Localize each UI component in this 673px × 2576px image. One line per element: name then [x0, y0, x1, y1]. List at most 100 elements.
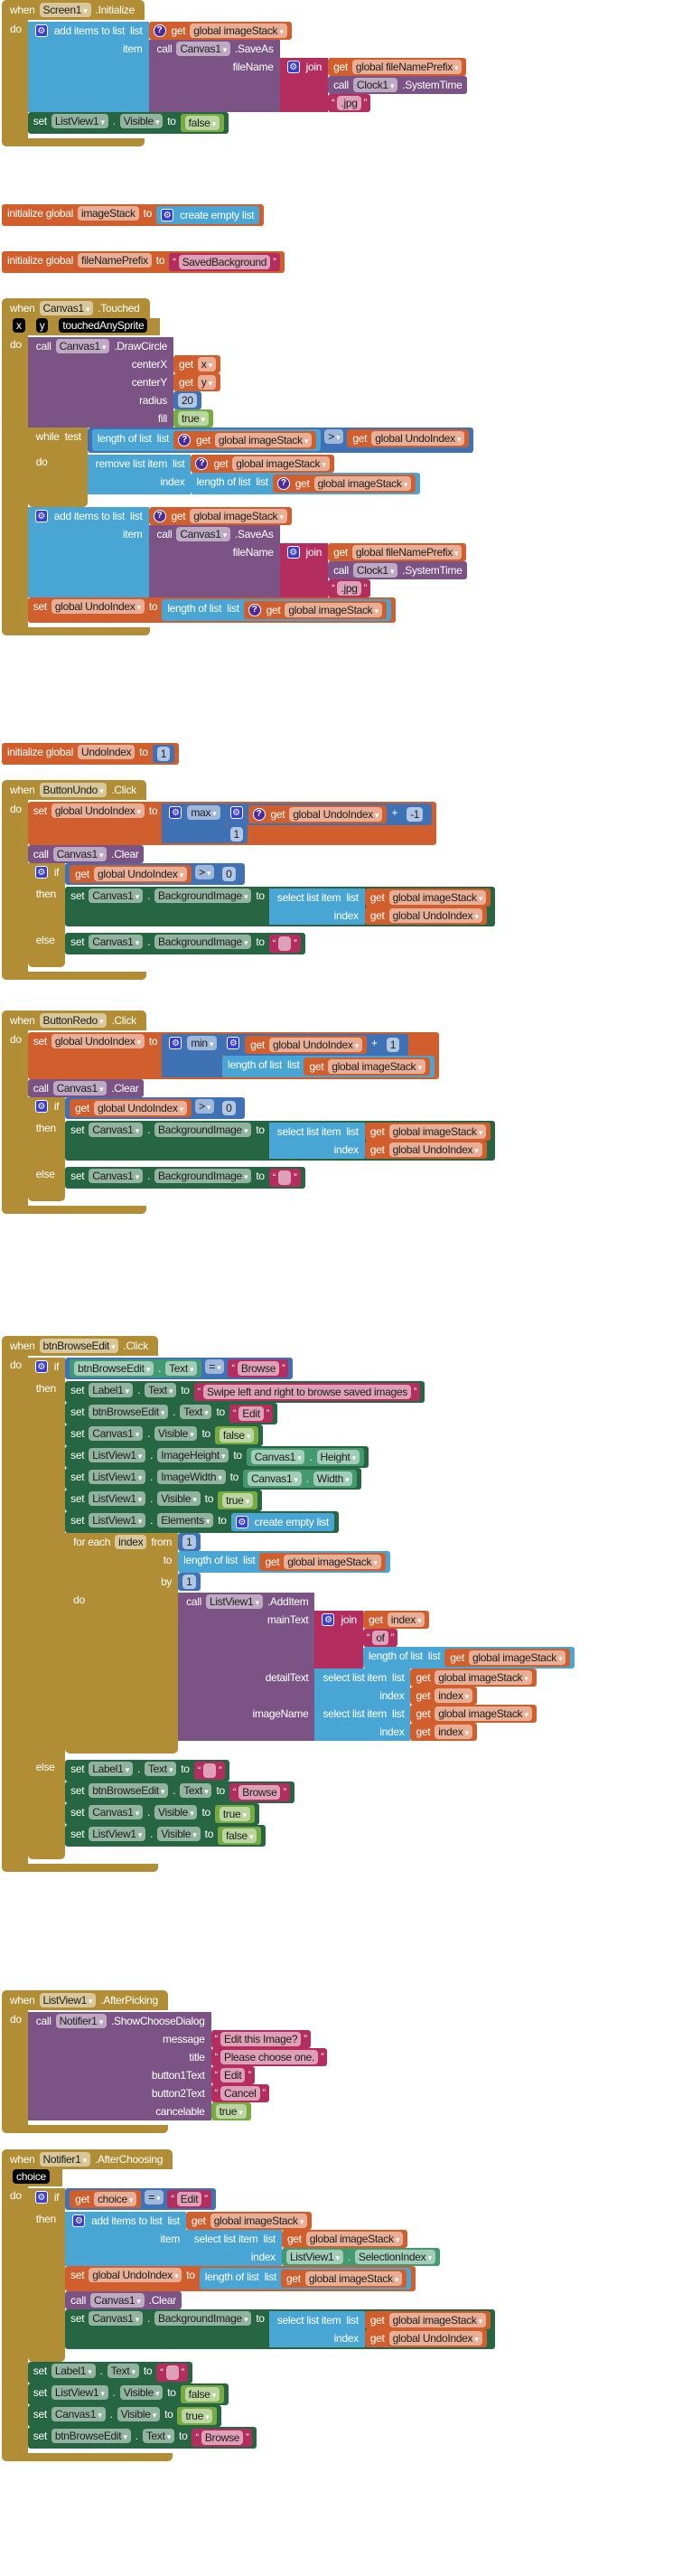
gear-icon[interactable] [72, 2214, 86, 2227]
block-canvas1-width[interactable]: Canvas1.Width [243, 1470, 358, 1488]
dropdown-label1[interactable]: Label1 [89, 1383, 133, 1397]
dropdown-global-filenameprefix[interactable]: global fileNamePrefix [351, 60, 463, 74]
block-call-canvas1-drawcircle[interactable]: callCanvas1.DrawCirclecenterXgetxcenterY… [27, 337, 220, 428]
dropdown-imageheight[interactable]: ImageHeight [157, 1448, 229, 1462]
dropdown-imagewidth[interactable]: ImageWidth [157, 1470, 226, 1484]
number-field[interactable]: 1 [182, 1535, 196, 1549]
block-value[interactable]: Please choose one. [210, 2048, 328, 2066]
block-value[interactable]: .jpg [328, 579, 370, 597]
dropdown-canvas1[interactable]: Canvas1 [52, 1081, 107, 1095]
dropdown-[interactable]: = [145, 2190, 164, 2205]
dropdown-index[interactable]: index [435, 1725, 472, 1739]
dropdown-global-imagestack[interactable]: global imageStack [214, 433, 313, 447]
dropdown-true[interactable]: true [222, 1493, 253, 1508]
dropdown-clock1[interactable]: Clock1 [352, 78, 398, 92]
dropdown-global-imagestack[interactable]: global imageStack [284, 1555, 381, 1569]
dropdown-canvas1[interactable]: Canvas1 [89, 2293, 145, 2308]
dropdown-text[interactable]: Text [142, 2429, 175, 2443]
name-field[interactable]: imageStack [77, 206, 139, 221]
block-false[interactable]: false [218, 1827, 262, 1845]
dropdown-visible[interactable]: Visible [157, 1827, 201, 1841]
dropdown-global-imagestack[interactable]: global imageStack [313, 476, 411, 491]
dropdown-backgroundimage[interactable]: BackgroundImage [154, 1123, 252, 1137]
dropdown-global-undoindex[interactable]: global UndoIndex [93, 867, 187, 881]
block-value[interactable]: Browse [229, 1783, 290, 1801]
dropdown-canvas1[interactable]: Canvas1 [176, 42, 230, 56]
event-parameter[interactable]: choice [13, 2169, 50, 2184]
dropdown-global-undoindex[interactable]: global UndoIndex [388, 1142, 482, 1157]
block-listview1-selectionindex[interactable]: ListView1.SelectionIndex [281, 2248, 440, 2266]
dropdown-listview1[interactable]: ListView1 [285, 2250, 343, 2264]
dropdown-global-imagestack[interactable]: global imageStack [328, 1059, 425, 1074]
dropdown-buttonredo[interactable]: ButtonRedo [39, 1013, 107, 1028]
string-field[interactable]: Edit this Image? [220, 2032, 302, 2046]
event-parameter[interactable]: y [35, 318, 49, 333]
gear-icon[interactable] [34, 866, 48, 879]
dropdown-clock1[interactable]: Clock1 [352, 563, 398, 578]
dropdown-canvas1[interactable]: Canvas1 [51, 2407, 106, 2421]
dropdown-btnbrowseedit[interactable]: btnBrowseEdit [89, 1405, 169, 1419]
gear-icon[interactable] [161, 209, 174, 221]
string-field[interactable]: Edit [176, 2192, 202, 2206]
block-call-notifier1-showchoosedialog[interactable]: callNotifier1.ShowChooseDialogmessageEdi… [27, 2012, 328, 2120]
block-value[interactable]: Cancel [210, 2084, 269, 2102]
dropdown-listview1[interactable]: ListView1 [89, 1470, 146, 1484]
dropdown-true[interactable]: true [177, 411, 209, 426]
dropdown-global-filenameprefix[interactable]: global fileNamePrefix [351, 545, 463, 559]
string-field[interactable]: Browse [237, 1361, 280, 1376]
number-field[interactable]: 0 [222, 867, 236, 881]
block-call-listview1-additem[interactable]: callListView1.AddItemmainTextjoingetinde… [178, 1593, 575, 1741]
block-value[interactable]: .jpg [328, 94, 370, 112]
gear-icon[interactable] [34, 2191, 48, 2204]
name-field[interactable]: index [115, 1535, 147, 1549]
dropdown-[interactable]: > [194, 865, 215, 879]
dropdown-global-imagestack[interactable]: global imageStack [388, 2313, 486, 2327]
dropdown-listview1[interactable]: ListView1 [39, 1993, 97, 2007]
block-value[interactable] [268, 935, 301, 953]
block-value[interactable]: Edit this Image? [210, 2030, 311, 2048]
gear-icon[interactable] [322, 1613, 335, 1626]
dropdown-visible[interactable]: Visible [154, 1805, 198, 1819]
block-value[interactable]: SavedBackground [169, 253, 280, 271]
dropdown-global-imagestack[interactable]: global imageStack [435, 1670, 532, 1685]
gear-icon[interactable] [235, 1516, 248, 1528]
block-true[interactable]: true [214, 1805, 255, 1823]
dropdown-x[interactable]: x [197, 357, 216, 371]
block-when-listview1-afterpicking[interactable]: whenListView1.AfterPickingdocallNotifier… [2, 1990, 328, 2133]
block-create-empty-list[interactable]: create empty list [230, 1513, 334, 1531]
block-initialize-global-to[interactable]: initialize globalimageStacktocreate empt… [2, 204, 265, 226]
dropdown-listview1[interactable]: ListView1 [89, 1513, 146, 1528]
block-when-canvas1-touched[interactable]: whenCanvas1.TouchedxytouchedAnySpritedoc… [2, 298, 474, 635]
